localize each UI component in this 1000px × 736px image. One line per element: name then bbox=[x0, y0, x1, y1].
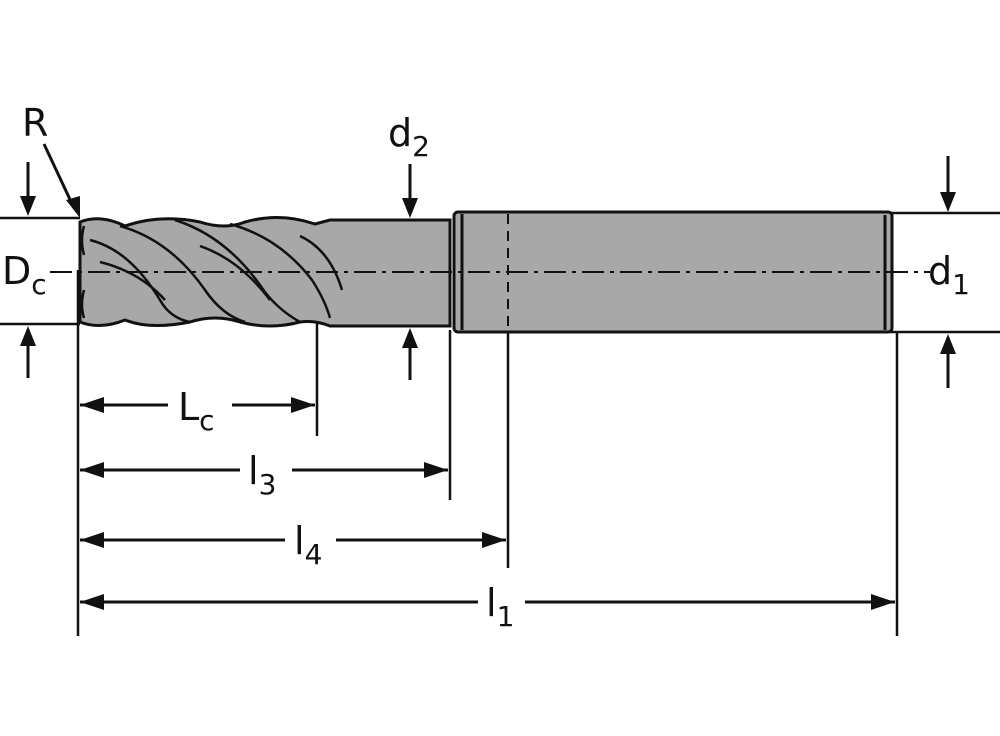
arrow-left-icon bbox=[80, 462, 104, 478]
label-r: R bbox=[22, 101, 48, 145]
label-dc: Dc bbox=[2, 249, 47, 301]
arrow-up-icon bbox=[20, 326, 36, 346]
arrow-right-icon bbox=[424, 462, 448, 478]
dc-arrows bbox=[20, 162, 36, 378]
arrow-up-icon bbox=[940, 334, 956, 354]
label-d1: d1 bbox=[928, 249, 970, 301]
flute-4 bbox=[229, 222, 332, 319]
radius-leader bbox=[42, 143, 80, 218]
label-l1: l1 bbox=[486, 581, 514, 633]
flute-2 bbox=[119, 224, 246, 324]
label-d2: d2 bbox=[388, 111, 430, 163]
flute-6 bbox=[199, 244, 271, 301]
extension-lines bbox=[0, 211, 1000, 636]
flute-7 bbox=[299, 234, 344, 291]
label-l4: l4 bbox=[294, 519, 322, 571]
dim-lc bbox=[80, 397, 315, 413]
arrow-up-icon bbox=[402, 328, 418, 348]
dim-l1 bbox=[80, 594, 895, 610]
cutter-head bbox=[78, 215, 452, 328]
corner-radius bbox=[80, 225, 86, 319]
flute-1 bbox=[89, 238, 191, 324]
arrow-right-icon bbox=[291, 397, 315, 413]
arrow-left-icon bbox=[80, 397, 104, 413]
arrow-down-icon bbox=[20, 196, 36, 216]
flute-5 bbox=[99, 260, 166, 301]
arrow-icon bbox=[66, 196, 80, 218]
label-l3: l3 bbox=[248, 449, 276, 501]
arrow-down-icon bbox=[940, 192, 956, 212]
d2-arrows bbox=[402, 164, 418, 380]
arrow-right-icon bbox=[482, 532, 506, 548]
arrow-right-icon bbox=[871, 594, 895, 610]
flute-3 bbox=[174, 218, 301, 324]
label-lc: Lc bbox=[178, 385, 215, 437]
arrow-down-icon bbox=[402, 198, 418, 218]
arrow-left-icon bbox=[80, 594, 104, 610]
d1-arrows bbox=[940, 156, 956, 388]
dim-l3 bbox=[80, 462, 448, 478]
arrow-left-icon bbox=[80, 532, 104, 548]
dim-l4 bbox=[80, 532, 506, 548]
